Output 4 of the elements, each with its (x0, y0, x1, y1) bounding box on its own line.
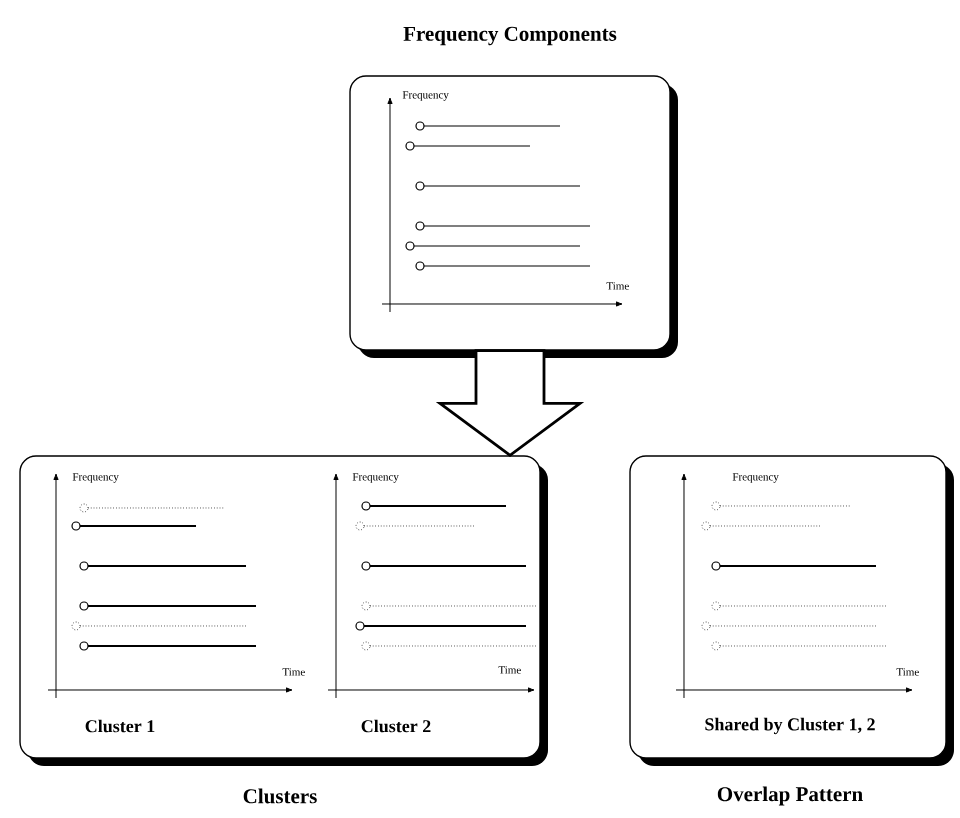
block-arrow (435, 349, 585, 458)
panel-heading: Frequency Components (403, 26, 617, 46)
panel-heading: Overlap Pattern (717, 786, 863, 806)
panel-heading: Clusters (243, 788, 317, 804)
